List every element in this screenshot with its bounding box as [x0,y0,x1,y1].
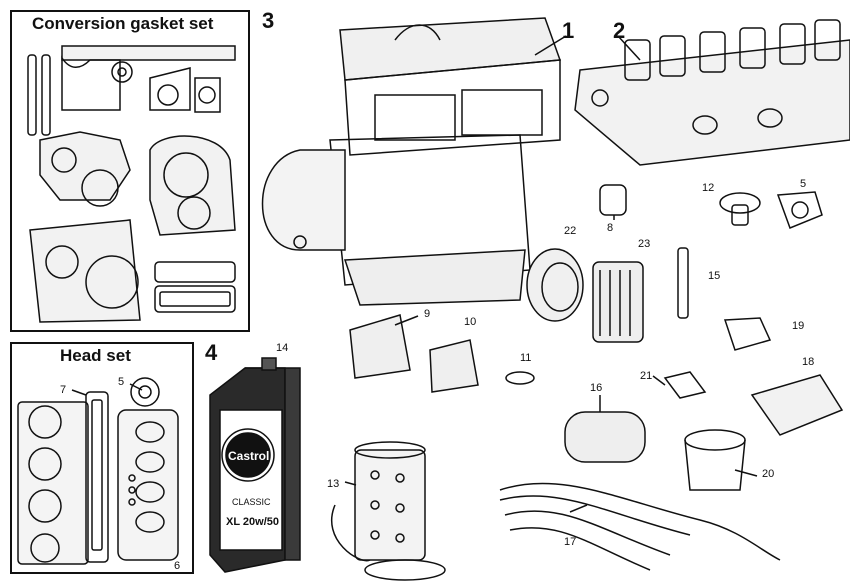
ignition-leads-17-drawing [499,482,781,561]
head-set-title: Head set [60,346,131,365]
callout-16: 16 [590,382,603,394]
callout-22: 22 [564,225,577,237]
can-brand-text: Castrol [228,449,269,463]
callout-10: 10 [464,316,477,328]
callout-5b: 5 [118,376,125,388]
cylinder-head-drawing [574,19,850,166]
callout-1: 1 [562,18,575,43]
gasket-5-drawing [776,191,823,229]
engine-mount-10-drawing [429,339,479,393]
conversion-gasket-set-frame [10,10,250,332]
oil-filter-element-13-drawing [331,441,446,581]
callout-14: 14 [276,342,289,354]
callout-21: 21 [640,370,653,382]
callout-6: 6 [174,560,181,572]
callout-13: 13 [327,478,340,490]
callout-3: 3 [262,8,275,33]
callout-8: 8 [607,222,614,234]
engine-block-drawing [261,17,562,306]
conversion-gaskets-drawing [27,45,236,323]
distributor-plate-18-drawing [750,374,844,436]
callout-2: 2 [613,18,626,43]
head-set-frame [10,342,194,574]
callout-20: 20 [762,468,775,480]
callout-15: 15 [708,270,721,282]
can-line1-text: CLASSIC [232,497,271,507]
part-19-drawing [723,317,772,351]
callout-12: 12 [702,182,715,194]
conversion-gasket-set-title: Conversion gasket set [32,14,214,33]
callout-11: 11 [520,352,532,364]
bush-8-drawing [599,184,627,216]
cover-plate-11-drawing [505,371,535,385]
callout-7: 7 [60,384,67,396]
callout-23: 23 [638,238,651,250]
head-set-drawing [17,377,179,565]
spark-plug-15-drawing [677,247,689,319]
callout-18: 18 [802,356,815,368]
oil-can-14-drawing [209,357,301,573]
callout-5a: 5 [800,178,807,190]
callout-19: 19 [792,320,805,332]
thermostat-12-drawing [719,192,761,214]
callout-17: 17 [564,536,577,548]
callout-4: 4 [205,340,218,365]
callout-9: 9 [424,308,431,320]
can-line2-text: XL 20w/50 [226,516,279,528]
engine-mount-9-drawing [349,314,411,379]
clip-21-drawing [663,371,707,399]
distributor-cap-20-drawing [684,429,746,451]
ignition-coil-16-drawing [564,411,646,463]
